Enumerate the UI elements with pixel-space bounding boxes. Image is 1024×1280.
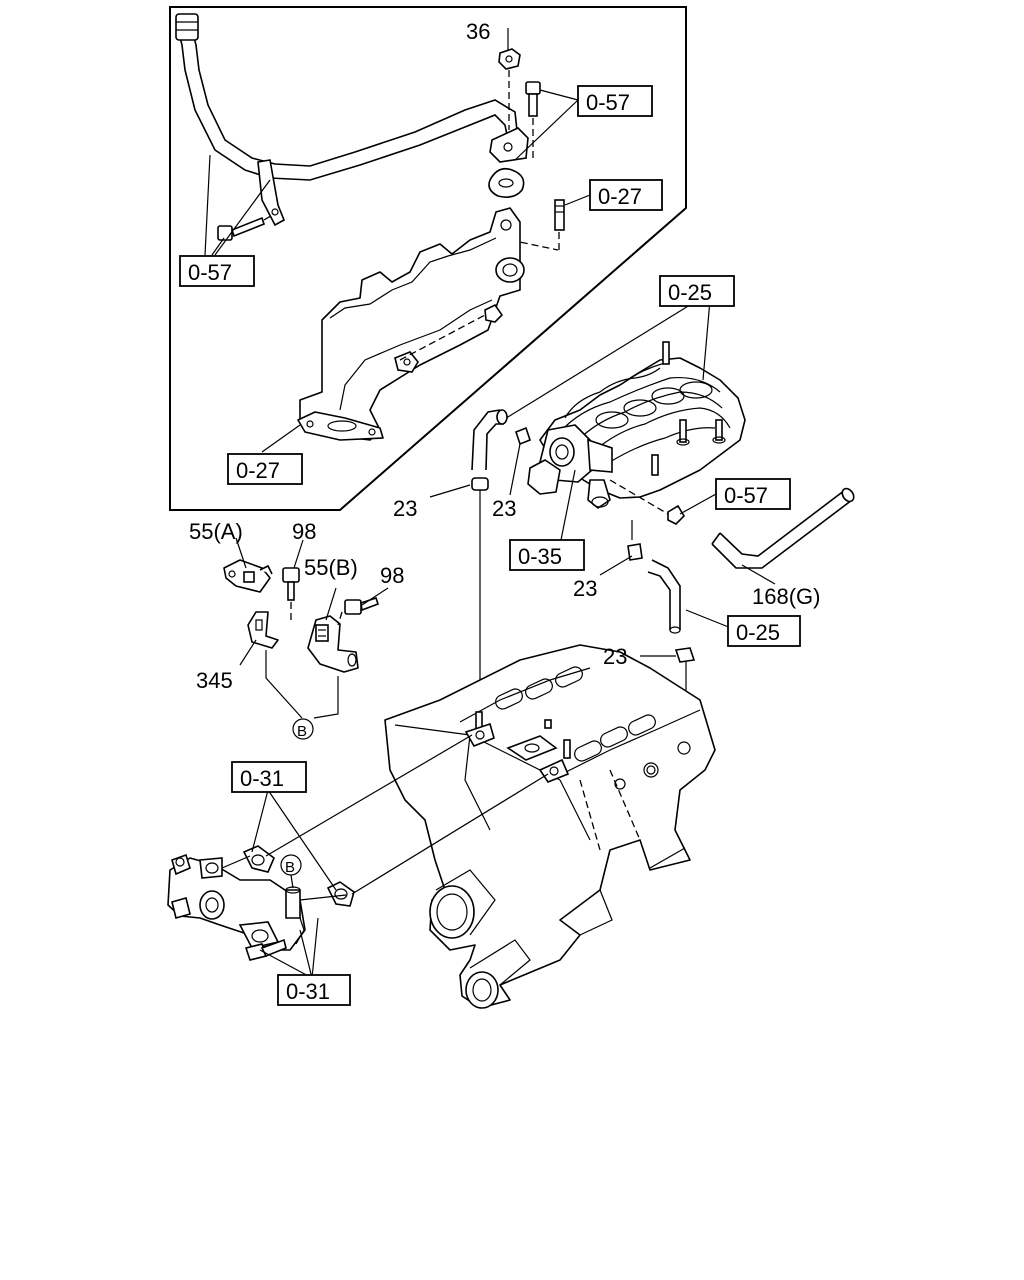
label-057-top: 0-57	[586, 90, 630, 115]
label-23-c: 23	[573, 576, 597, 601]
label-55a: 55(A)	[189, 519, 243, 544]
clamp-23a	[471, 477, 489, 491]
bolt-right	[667, 504, 686, 525]
gasket-031-a	[242, 845, 275, 873]
egr-pipe	[175, 13, 529, 227]
bolt-98a	[282, 567, 300, 601]
label-98-a: 98	[292, 519, 316, 544]
label-98-b: 98	[380, 563, 404, 588]
callout-b-circle-1	[292, 718, 314, 740]
label-025-top: 0-25	[668, 280, 712, 305]
gasket	[488, 167, 525, 198]
pipe-flange	[489, 127, 529, 163]
label-057-right: 0-57	[724, 483, 768, 508]
water-outlet	[167, 853, 306, 961]
intake-manifold	[527, 341, 746, 509]
inset-frame	[169, 6, 687, 511]
nut-36	[498, 48, 521, 70]
label-168g: 168(G)	[752, 584, 820, 609]
gasket-031-b	[326, 881, 355, 907]
label-23-d: 23	[603, 644, 627, 669]
clamp-23d	[674, 647, 696, 663]
lower-hose	[627, 543, 696, 663]
bracket-345	[247, 611, 279, 649]
bolt-upper	[525, 81, 541, 117]
pipe-clamp-bracket	[257, 159, 286, 227]
stud	[554, 199, 565, 231]
pump-pad	[506, 735, 558, 761]
label-55b: 55(B)	[304, 555, 358, 580]
label-b-1: B	[297, 723, 307, 740]
pipe-fitting	[175, 13, 199, 41]
label-23-a: 23	[393, 496, 417, 521]
label-027-upper: 0-27	[598, 184, 642, 209]
engine-block	[384, 644, 716, 1009]
head-ports	[495, 666, 656, 762]
sensor-55a	[223, 559, 273, 593]
label-027-lower: 0-27	[236, 458, 280, 483]
clamp-23b	[515, 426, 531, 446]
label-23-b: 23	[492, 496, 516, 521]
label-36: 36	[466, 19, 490, 44]
bolt-left	[217, 216, 265, 241]
bolt-98b	[344, 596, 380, 615]
label-b-2: B	[285, 859, 295, 876]
label-031-top: 0-31	[240, 766, 284, 791]
label-035: 0-35	[518, 544, 562, 569]
label-025-right: 0-25	[736, 620, 780, 645]
label-057-left: 0-57	[188, 260, 232, 285]
sensor-55b	[307, 615, 359, 673]
hose-168g	[711, 487, 855, 585]
upper-hose	[471, 409, 531, 491]
label-345: 345	[196, 668, 233, 693]
label-031-bottom: 0-31	[286, 979, 330, 1004]
egr-adapter	[297, 207, 525, 441]
